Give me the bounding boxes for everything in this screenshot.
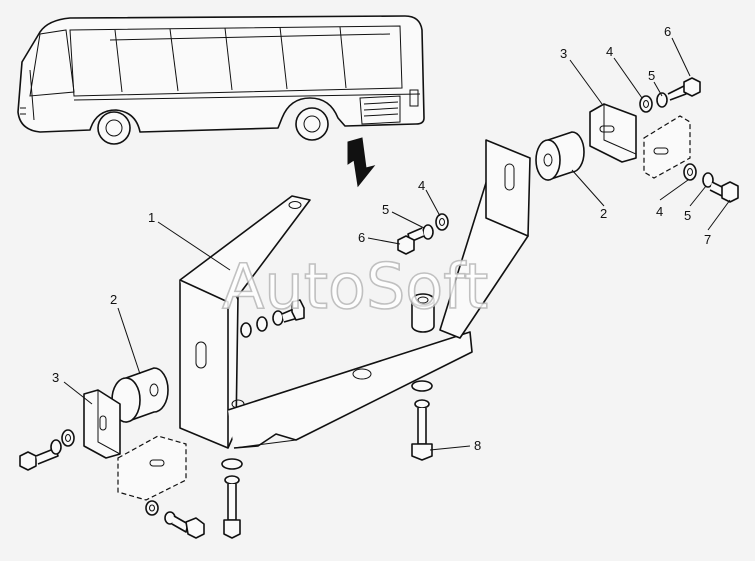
lower-left-bolt-assembly [221,458,243,539]
callout-2-right: 2 [600,206,607,221]
left-dashed-plate [117,435,187,501]
bus-illustration [17,15,425,145]
left-spacer-block [83,389,121,459]
left-bolt-assembly [19,429,205,539]
right-rubber-mount [535,131,585,181]
callout-6-center: 6 [358,230,365,245]
callout-6-right: 6 [664,24,671,39]
callout-4-center: 4 [418,178,425,193]
leader-lines [63,37,731,451]
callout-2-left: 2 [110,292,117,307]
main-bracket [179,139,531,449]
callout-3-right: 3 [560,46,567,61]
callout-8: 8 [474,438,481,453]
callout-3-left: 3 [52,370,59,385]
watermark: AutoSoft [222,250,488,323]
right-upper-bolt-assembly [639,77,701,113]
upper-left-bolt-assembly [240,299,305,338]
callout-1: 1 [148,210,155,225]
lower-right-bolt-assembly [411,380,433,461]
right-dashed-plate [643,115,691,179]
callout-5-center: 5 [382,202,389,217]
center-bolt-assembly [397,213,449,255]
callout-5-right-lower: 5 [684,208,691,223]
callout-7: 7 [704,232,711,247]
callout-4-right-upper: 4 [606,44,613,59]
right-spacer-block [589,103,637,163]
callout-4-right-lower: 4 [656,204,663,219]
right-lower-bolt-assembly [683,163,739,203]
location-arrow [347,137,376,188]
callout-5-right-upper: 5 [648,68,655,83]
